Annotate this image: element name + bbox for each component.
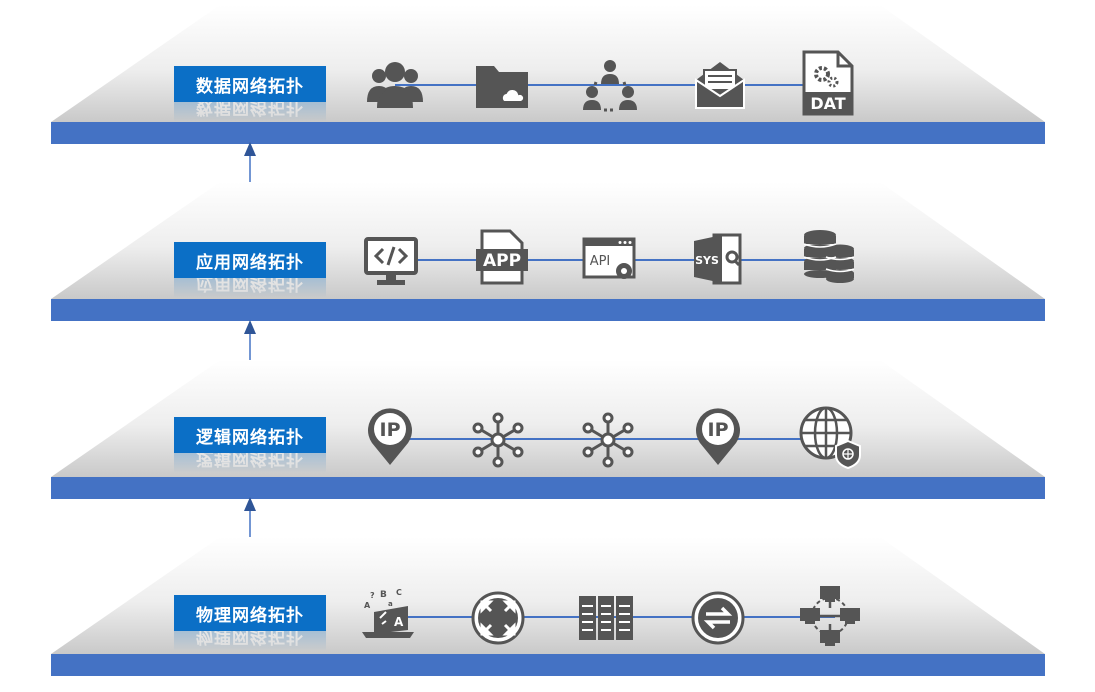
svg-text:a: a — [388, 600, 393, 608]
switch-icon — [690, 590, 746, 646]
ip-pin-icon: IP — [362, 407, 418, 465]
email-icon — [692, 58, 748, 114]
icon-connector-line — [395, 84, 835, 86]
layer-base-bar — [51, 299, 1045, 321]
cloud-folder-icon — [474, 58, 530, 114]
dat-file-icon: DAT — [800, 50, 856, 116]
team-network-icon — [582, 58, 638, 114]
api-window-icon: API — [582, 233, 638, 289]
layer-label-reflection: 逻辑网络拓扑 — [174, 453, 326, 473]
network-node-icon — [470, 412, 526, 468]
sys-text: SYS — [695, 254, 719, 267]
svg-text:A: A — [394, 615, 404, 629]
layer-label: 逻辑网络拓扑 — [174, 417, 326, 453]
layer-logical-topology: 逻辑网络拓扑 逻辑网络拓扑 IP — [0, 355, 1095, 515]
api-text: API — [590, 254, 611, 269]
svg-text:A: A — [364, 601, 371, 610]
layer-base-bar — [51, 654, 1045, 676]
layer-data-topology: 数据网络拓扑 数据网络拓扑 — [0, 0, 1095, 160]
laptop-letters-icon: ? B C A a A — [360, 588, 416, 644]
layer-base-bar — [51, 122, 1045, 144]
app-text: APP — [483, 251, 521, 271]
layer-label: 物理网络拓扑 — [174, 595, 326, 631]
app-file-icon: APP — [474, 229, 530, 285]
svg-text:C: C — [396, 588, 402, 597]
ip-text: IP — [380, 419, 401, 441]
layer-label: 应用网络拓扑 — [174, 242, 326, 278]
dat-text: DAT — [810, 94, 845, 113]
sys-file-icon: SYS — [692, 231, 748, 287]
icon-connector-line — [395, 616, 835, 618]
layer-label-reflection: 数据网络拓扑 — [174, 102, 326, 122]
layer-label-reflection: 物理网络拓扑 — [174, 631, 326, 651]
globe-shield-icon — [798, 405, 861, 469]
ip-pin-icon: IP — [690, 407, 746, 465]
server-rack-icon — [578, 590, 634, 646]
ip-text: IP — [708, 419, 729, 441]
layer-application-topology: 应用网络拓扑 应用网络拓扑 APP API SYS — [0, 177, 1095, 337]
database-icon — [800, 227, 856, 283]
svg-text:?: ? — [370, 591, 375, 600]
users-group-icon — [367, 58, 423, 114]
network-node-icon — [580, 412, 636, 468]
lan-network-icon — [798, 584, 860, 646]
layer-base-bar — [51, 477, 1045, 499]
svg-text:B: B — [380, 590, 387, 600]
code-monitor-icon — [363, 233, 419, 289]
layer-label: 数据网络拓扑 — [174, 66, 326, 102]
router-icon — [470, 590, 526, 646]
layer-physical-topology: 物理网络拓扑 物理网络拓扑 ? B C A a A — [0, 532, 1095, 692]
layer-label-reflection: 应用网络拓扑 — [174, 278, 326, 298]
